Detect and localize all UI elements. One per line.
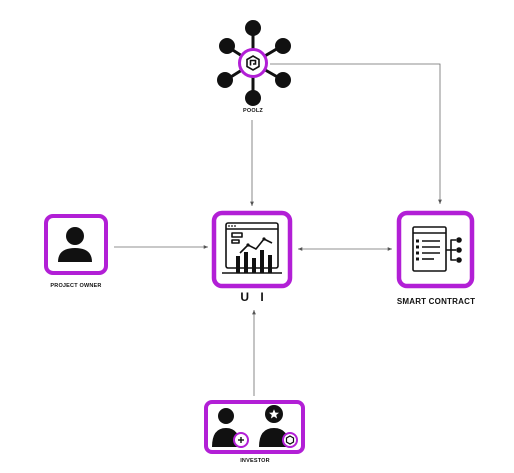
poolz-logo-icon: [246, 55, 260, 71]
star-icon: [269, 409, 279, 419]
investor-icon: [204, 400, 305, 454]
poolz-label: POOLZ: [243, 108, 263, 114]
ui-dashboard-icon: [211, 210, 293, 289]
project-owner-icon: [44, 214, 108, 275]
investor-label: INVESTOR: [240, 458, 270, 464]
edge-poolz-to-smart-contract: [270, 63, 442, 204]
ui-label: U I: [240, 290, 268, 304]
project-owner-label: PROJECT OWNER: [50, 283, 102, 289]
smart-contract-label: SMART CONTRACT: [396, 297, 476, 306]
poolz-network-icon: [217, 20, 291, 106]
smart-contract-icon: [396, 210, 475, 289]
poolz-badge-icon: [282, 432, 298, 448]
connectors: [114, 63, 442, 396]
